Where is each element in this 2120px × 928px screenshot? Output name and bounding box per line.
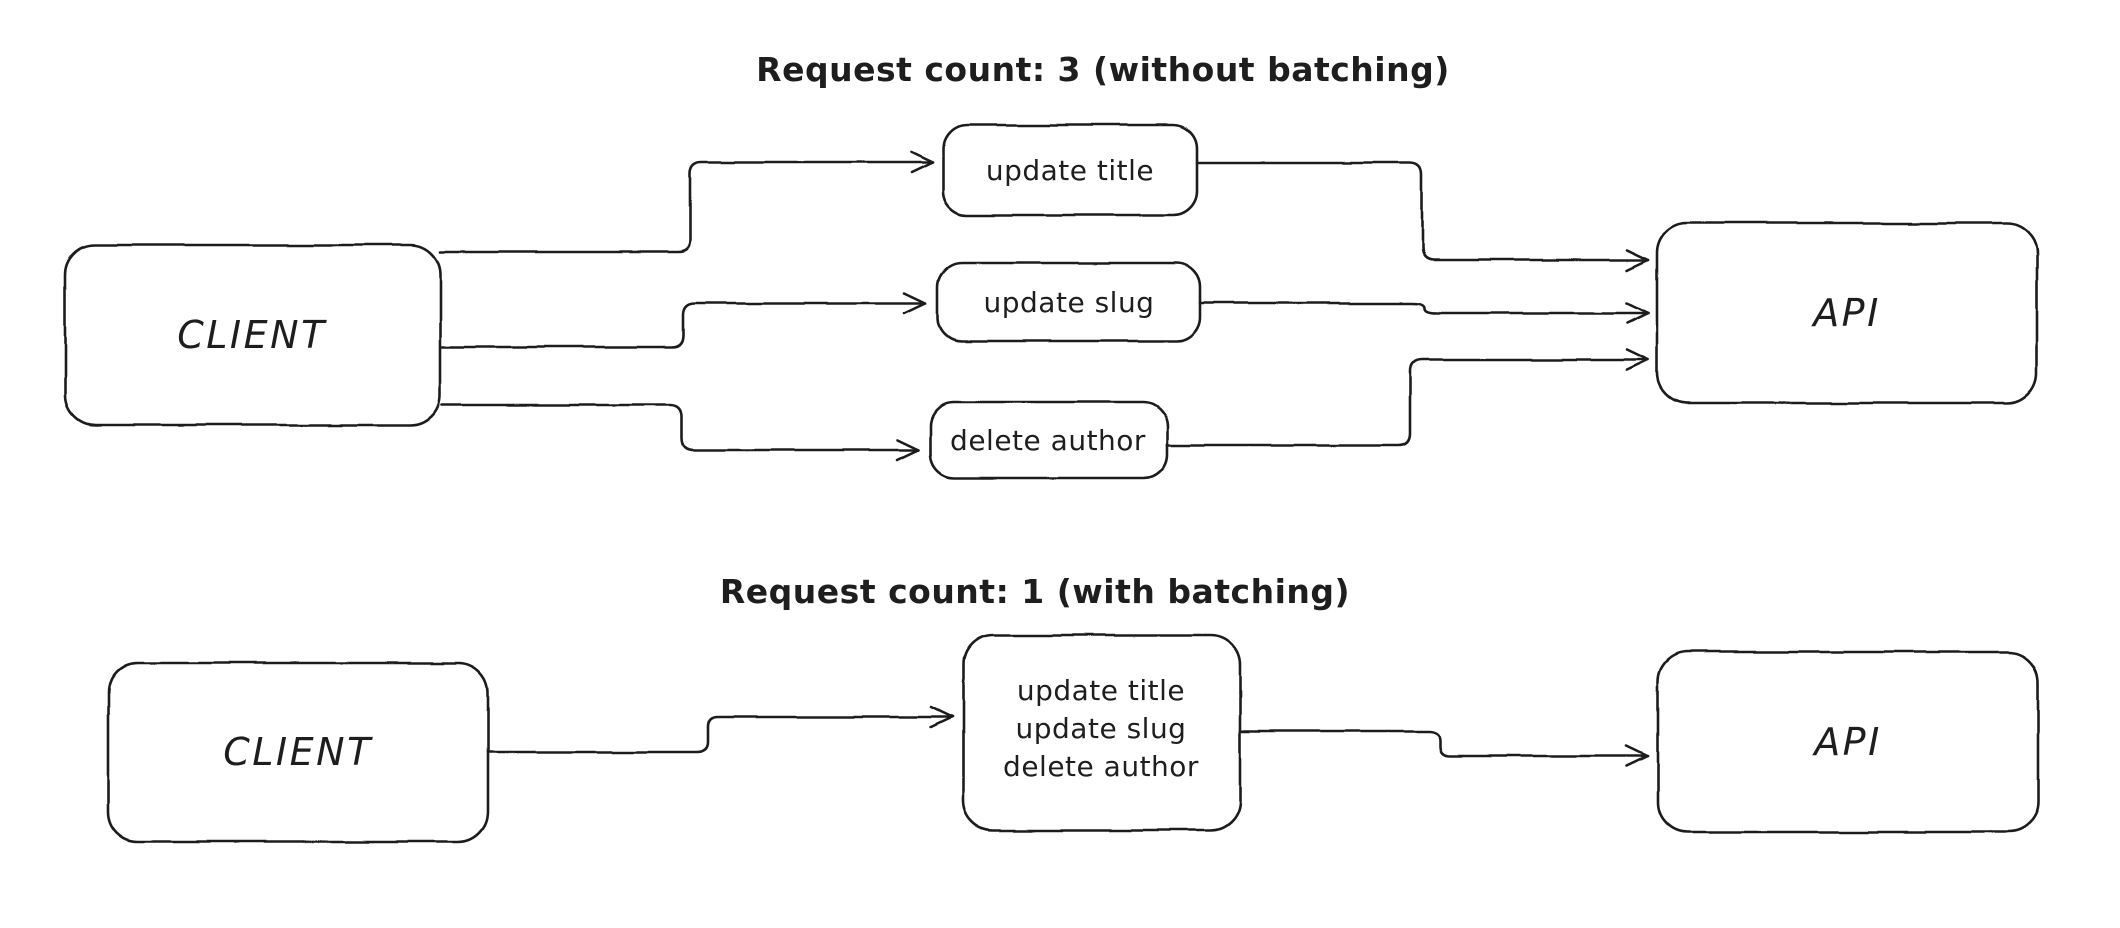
arrow-client-to-delete-author bbox=[440, 403, 920, 462]
op-box-update-title bbox=[941, 123, 1199, 217]
op-label-delete-author: delete author bbox=[950, 424, 1146, 457]
arrow-client-to-batch bbox=[486, 705, 954, 754]
top-client-label: CLIENT bbox=[177, 313, 327, 357]
bottom-diagram-title: Request count: 1 (with batching) bbox=[720, 572, 1350, 611]
op-label-update-title: update title bbox=[986, 154, 1154, 187]
top-diagram-title: Request count: 3 (without batching) bbox=[756, 50, 1450, 89]
arrow-delete-author-to-api bbox=[1165, 348, 1650, 447]
bottom-api-label: API bbox=[1811, 720, 1882, 764]
batch-line-update-title: update title bbox=[1017, 674, 1185, 707]
arrow-update-slug-to-api bbox=[1198, 301, 1650, 325]
arrow-client-to-update-slug bbox=[440, 291, 928, 349]
batch-line-delete-author: delete author bbox=[1003, 750, 1199, 783]
arrow-update-title-to-api bbox=[1195, 161, 1650, 272]
arrow-batch-to-api bbox=[1238, 729, 1650, 768]
bottom-client-label: CLIENT bbox=[223, 730, 373, 774]
top-client-box bbox=[63, 243, 442, 427]
bottom-api-box bbox=[1656, 650, 2040, 834]
batch-line-update-slug: update slug bbox=[1016, 712, 1187, 745]
batch-box bbox=[961, 633, 1242, 832]
top-api-label: API bbox=[1810, 291, 1881, 335]
top-api-box bbox=[1655, 221, 2039, 405]
arrow-client-to-update-title bbox=[438, 150, 934, 254]
op-label-update-slug: update slug bbox=[984, 286, 1155, 319]
op-box-delete-author bbox=[928, 400, 1169, 480]
